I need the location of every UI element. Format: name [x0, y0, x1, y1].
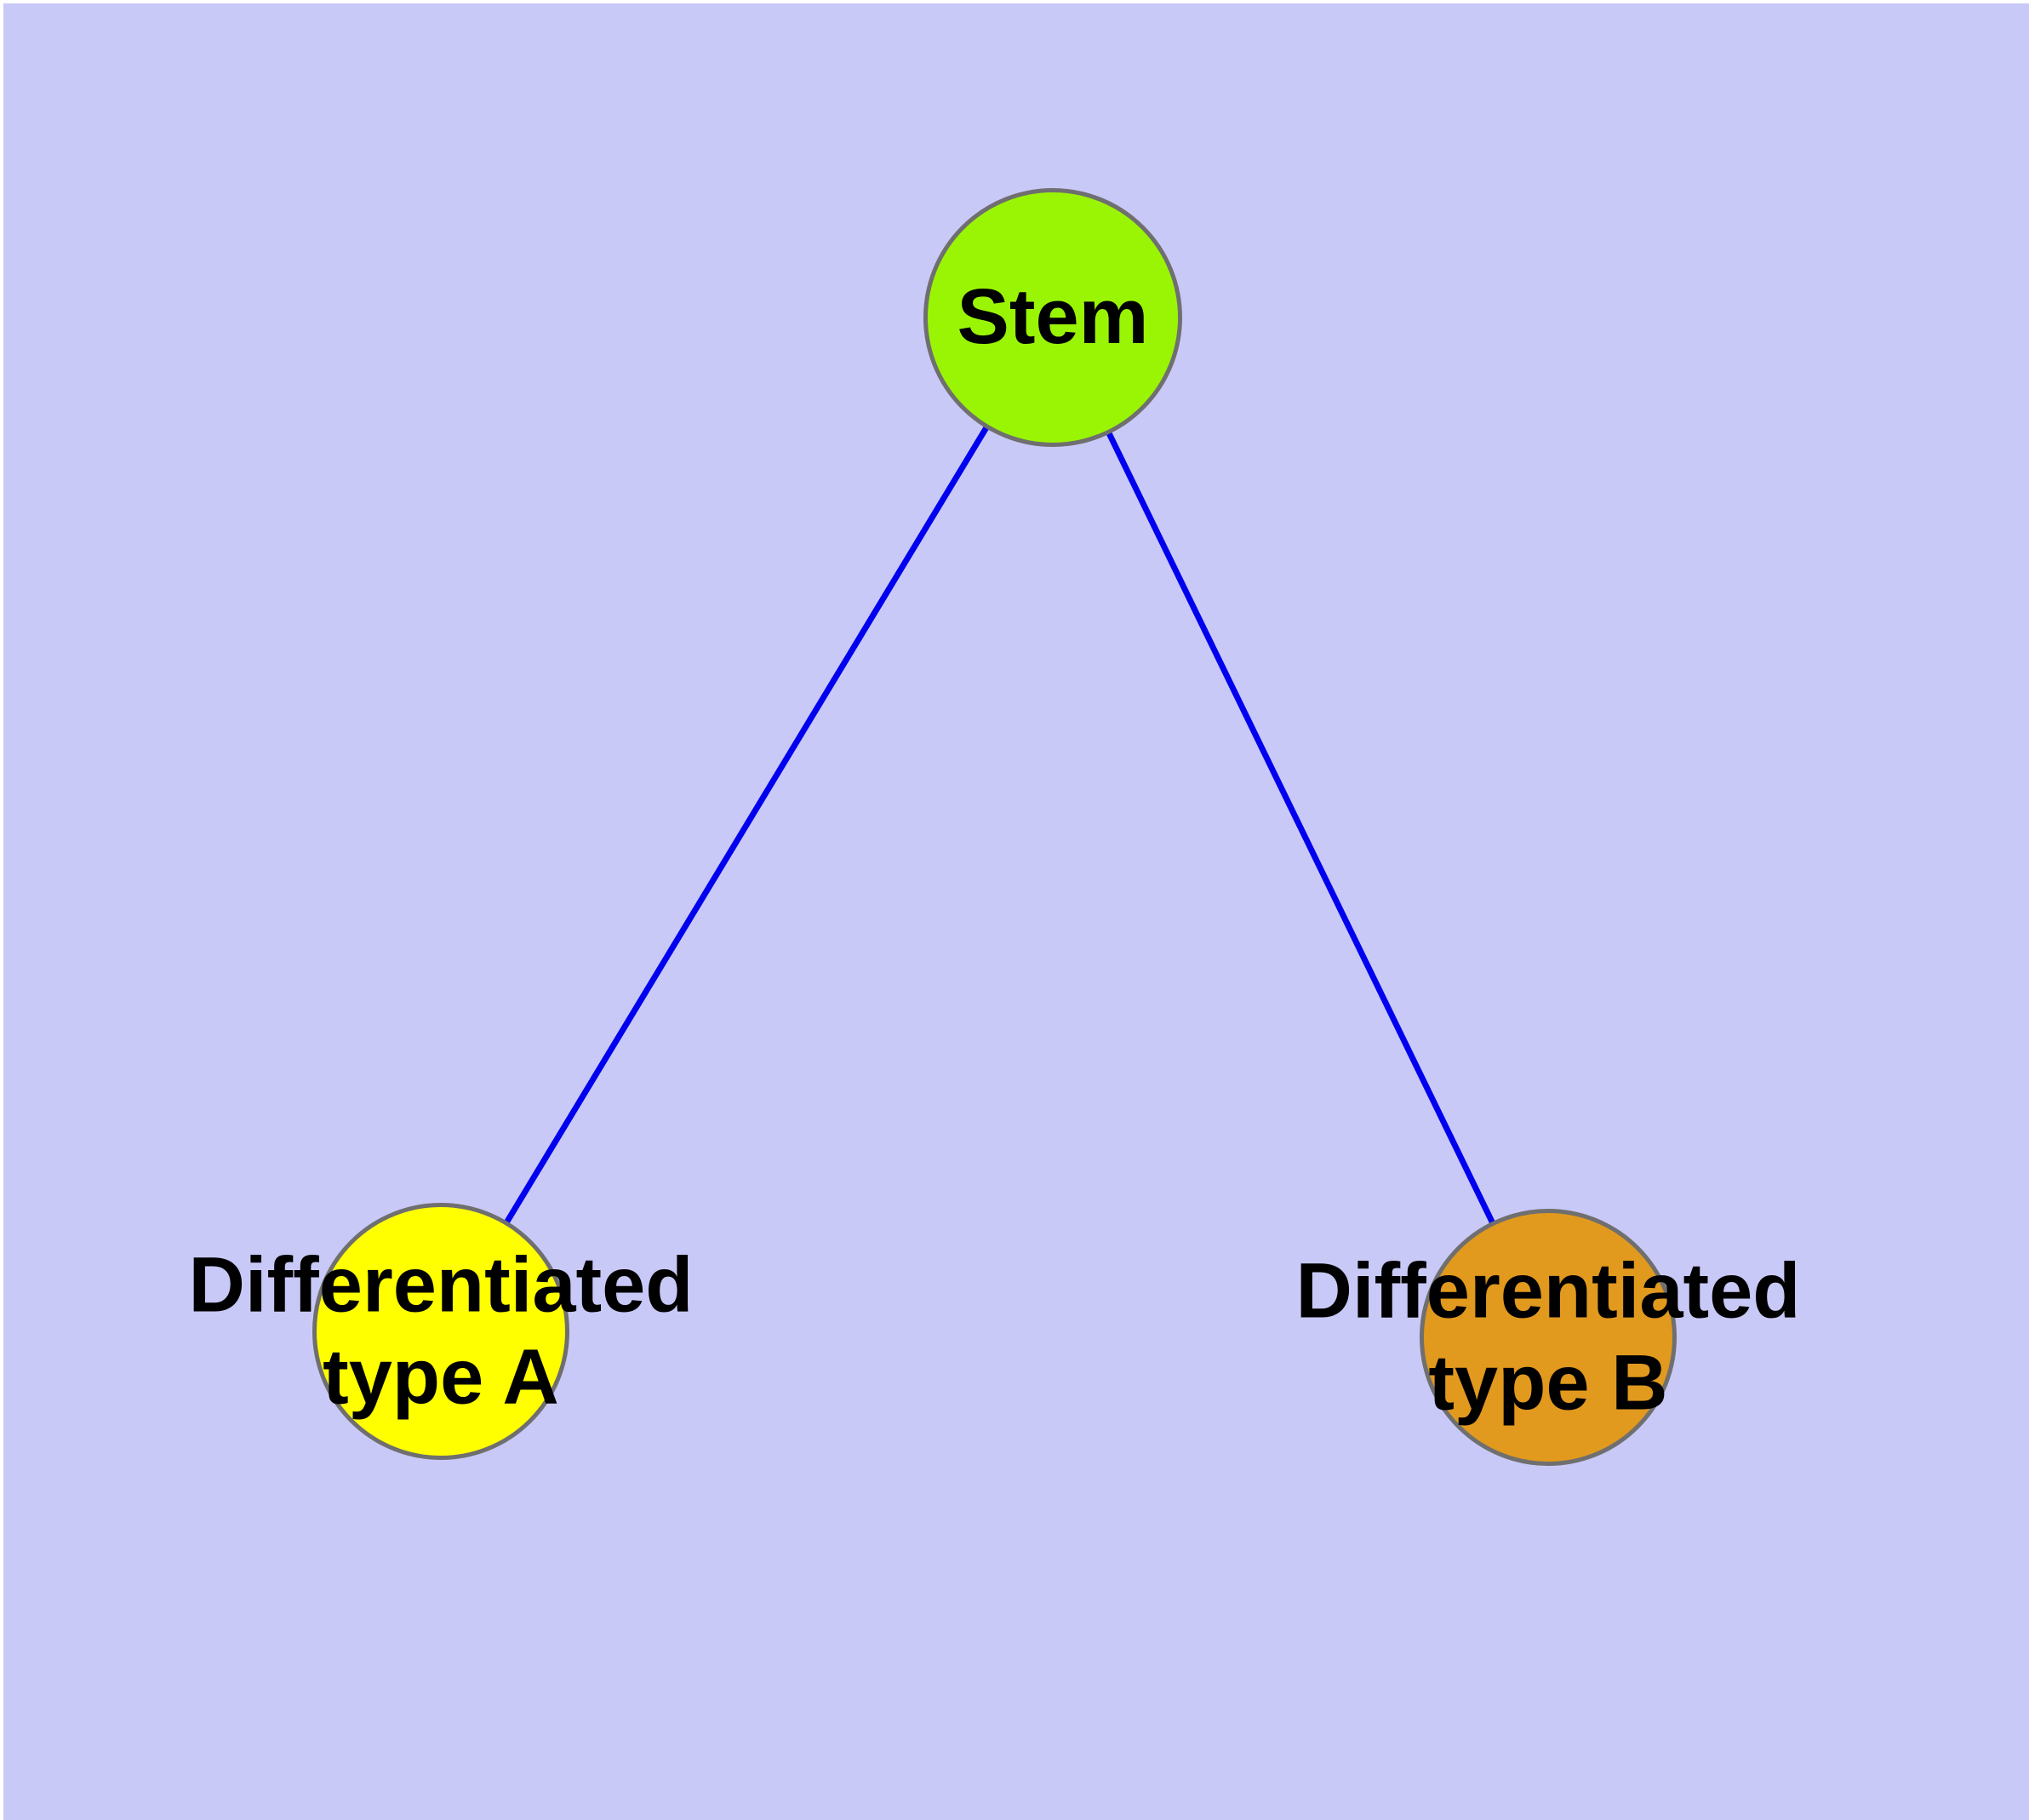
edge-stem-to-differentiated-type-b[interactable]: [1049, 316, 1552, 1339]
node-stem-label: Stem: [957, 273, 1149, 361]
node-differentiated-type-b-label: Differentiated type B: [1295, 1247, 1801, 1426]
edge-stem-to-differentiated-type-a[interactable]: [438, 316, 1055, 1333]
node-differentiated-type-a[interactable]: Differentiated type A: [189, 1203, 693, 1460]
node-stem[interactable]: Stem: [923, 188, 1182, 447]
node-differentiated-type-a-label: Differentiated type A: [188, 1241, 694, 1420]
node-differentiated-type-b[interactable]: Differentiated type B: [1296, 1209, 1800, 1466]
